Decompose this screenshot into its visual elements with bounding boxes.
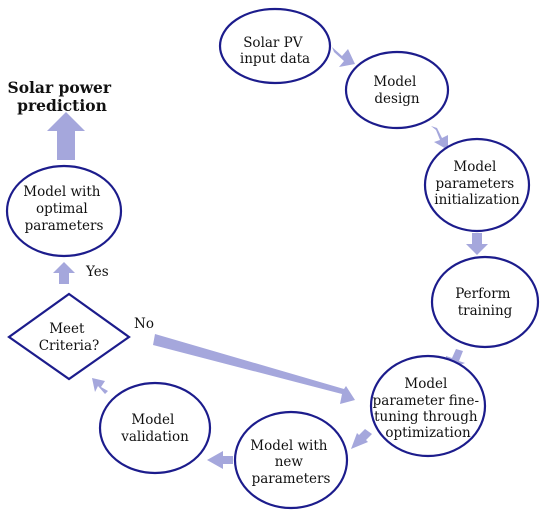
svg-text:Meet Criteria?: Meet Criteria?	[39, 321, 100, 354]
arrow-input-to-design	[332, 47, 355, 67]
node-label-line: optimization	[385, 425, 471, 441]
node-label-line: tuning through	[374, 409, 478, 425]
node-model-parameters-initialization: Model parameters initialization	[423, 137, 531, 233]
node-model-design: Model design	[344, 50, 450, 130]
node-model-with-new-parameters: Model with new parameters	[233, 410, 349, 510]
arrow-no-to-finetune	[153, 334, 355, 404]
node-label-line: Perform	[455, 286, 510, 302]
node-model-with-optimal-parameters: Model with optimal parameters	[5, 164, 123, 258]
node-label-line: design	[374, 91, 420, 107]
node-label-line: Model	[404, 376, 447, 392]
arrow-optimal-to-prediction	[47, 112, 85, 160]
node-label-line: optimal	[36, 201, 88, 217]
output-label-solar-power-prediction: Solar power prediction	[8, 78, 117, 115]
arrow-finetune-to-newparams	[351, 429, 372, 449]
node-label-line: validation	[120, 429, 189, 445]
svg-text:Model validation: Model validation	[120, 412, 189, 445]
svg-text:Model parameter fine-: Model parameter fine- tuning through opt…	[373, 376, 484, 441]
node-label-line: new	[275, 454, 304, 470]
node-label-line: Model	[453, 159, 496, 175]
output-label-line: Solar power	[8, 78, 112, 97]
output-label-line: prediction	[17, 96, 107, 115]
node-model-validation: Model validation	[98, 381, 212, 475]
node-label-line: Model	[373, 74, 416, 90]
branch-label-no: No	[134, 316, 154, 332]
svg-text:Solar PV input data: Solar PV input data	[240, 35, 310, 67]
arrow-newparams-to-validation	[207, 451, 233, 469]
svg-text:Model parameters: Model parameters initialization	[434, 159, 520, 208]
branch-label-yes: Yes	[85, 264, 109, 280]
node-solar-pv-input: Solar PV input data	[218, 7, 332, 85]
node-label-line: Model with	[250, 438, 327, 454]
node-meet-criteria: Meet Criteria?	[7, 292, 131, 381]
arrow-init-to-training	[466, 233, 488, 255]
node-perform-training: Perform training	[430, 255, 540, 349]
svg-text:Model design: Model design	[373, 74, 420, 107]
arrow-criteria-to-optimal	[53, 262, 75, 284]
arrow-validation-to-criteria	[92, 378, 108, 394]
node-model-parameter-fine-tuning: Model parameter fine- tuning through opt…	[369, 354, 487, 458]
node-label-line: Meet	[49, 321, 85, 337]
svg-text:Model with new: Model with new parameters	[250, 438, 331, 487]
node-label-line: training	[458, 303, 513, 319]
node-label-line: Solar PV	[243, 35, 303, 51]
node-label-line: parameter fine-	[373, 393, 479, 409]
node-label-line: Model with	[23, 184, 100, 200]
node-label-line: Model	[131, 412, 174, 428]
node-label-line: input data	[240, 51, 310, 67]
node-label-line: parameters	[435, 176, 514, 192]
node-label-line: parameters	[252, 471, 331, 487]
svg-text:Perform training: Perform training	[455, 286, 515, 319]
arrow-design-to-init	[431, 126, 448, 150]
node-label-line: parameters	[25, 218, 104, 234]
node-label-line: Criteria?	[39, 338, 100, 354]
node-label-line: initialization	[434, 192, 520, 208]
svg-text:Model with optimal: Model with optimal parameters	[23, 184, 104, 234]
